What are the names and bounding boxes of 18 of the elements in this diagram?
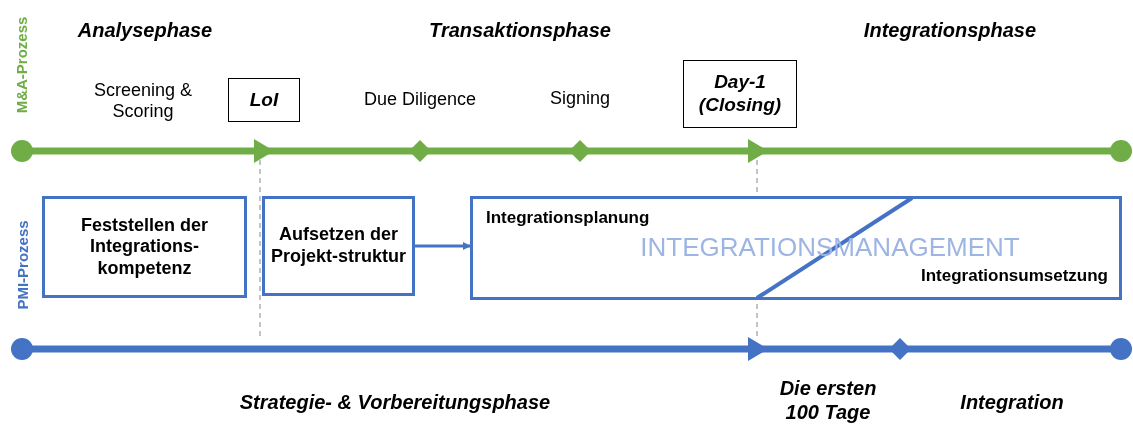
milestone-box: LoI (228, 78, 300, 122)
process-label: PMI-Prozess (13, 220, 32, 310)
process-box: Feststellen der Integrations-kompetenz (42, 196, 247, 298)
process-label: M&A-Prozess (12, 16, 31, 114)
milestone-label: Signing (548, 88, 611, 110)
milestone-label: Screening & Scoring (92, 79, 194, 123)
phase-title: Integration (959, 390, 1065, 414)
phase-title: Die ersten 100 Tage (778, 376, 878, 424)
phase-label: Integrationsumsetzung (921, 266, 1108, 287)
phase-title: Integrationsphase (862, 18, 1038, 42)
phase-title: Transaktionsphase (428, 18, 612, 42)
arrow (415, 242, 471, 250)
phase-title: Strategie- & Vorbereitungsphase (238, 390, 552, 414)
milestone-label: Due Diligence (362, 89, 478, 111)
process-box: Aufsetzen der Projekt-struktur (262, 196, 415, 296)
phase-title: Analysephase (76, 18, 214, 42)
phase-label: Integrationsplanung (486, 208, 650, 229)
milestone-box: Day-1 (Closing) (683, 60, 797, 128)
